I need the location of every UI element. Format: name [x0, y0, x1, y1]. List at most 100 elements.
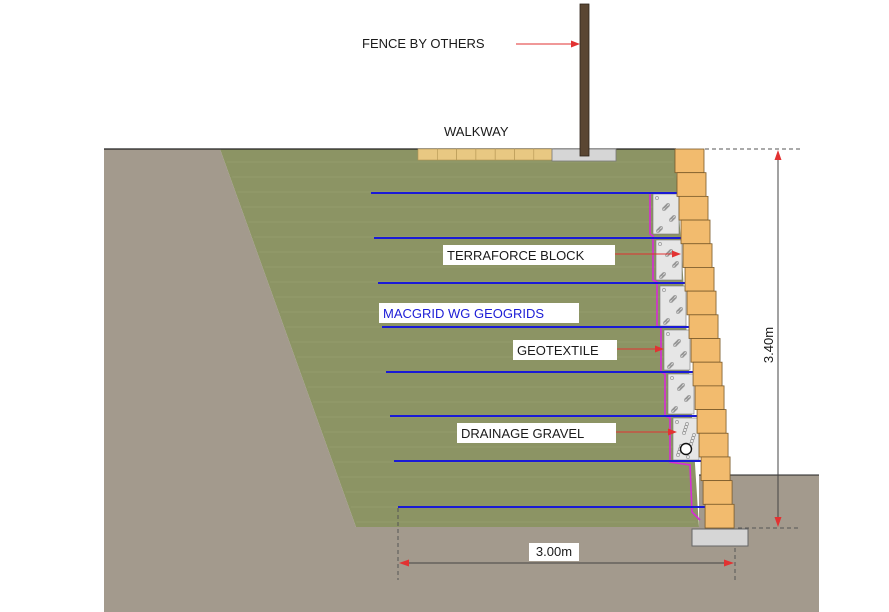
gravel-stone	[684, 398, 688, 402]
gravel-stone	[664, 320, 668, 324]
gravel-stone	[692, 433, 696, 437]
terraforce-block	[696, 409, 727, 434]
gravel-stone	[685, 422, 689, 426]
terraforce-block	[678, 195, 709, 221]
gravel-stone	[668, 364, 672, 368]
geotextile-label-group: GEOTEXTILE	[513, 340, 664, 360]
terraforce-block	[674, 148, 705, 174]
gravel-stone	[670, 362, 674, 366]
gravel-stone	[669, 363, 673, 367]
gravel-stone	[662, 288, 666, 292]
walkway-paver	[494, 148, 515, 161]
drainage-gravel-arrowhead	[668, 428, 677, 436]
drainage-gravel-label-group: DRAINAGE GRAVEL	[457, 423, 677, 443]
walkway-paver	[417, 148, 438, 161]
gravel-stone	[686, 455, 690, 459]
gravel-stone	[665, 319, 669, 323]
gravel-stone	[678, 308, 682, 312]
gravel-stone	[674, 342, 678, 346]
gravel-stone	[678, 386, 682, 390]
length-label-box	[529, 543, 579, 561]
gravel-stone	[663, 321, 667, 325]
gravel-stone	[669, 299, 673, 303]
gravel-stone	[676, 310, 680, 314]
walkway-paver	[514, 148, 535, 161]
gravel-stone	[672, 296, 676, 300]
native-soil	[104, 149, 819, 612]
native-soil-upper	[104, 149, 819, 612]
walkway-paver	[456, 148, 477, 161]
gravel-stone	[667, 251, 671, 255]
gravel-stone	[682, 352, 686, 356]
terraforce-block	[704, 503, 735, 529]
drainage-gravel-label-box	[457, 423, 616, 443]
gravel-stone	[665, 204, 669, 208]
terraforce-arrowhead	[672, 250, 681, 258]
gravel-stone	[656, 229, 660, 233]
gravel-stone	[675, 420, 679, 424]
drainage-pipe	[679, 442, 693, 456]
gravel-stone	[669, 218, 673, 222]
terraforce-block	[694, 385, 725, 410]
terraforce-block	[680, 219, 711, 245]
gravel-stone	[659, 226, 663, 230]
gravel-stone	[676, 340, 680, 344]
gravel-stone	[666, 203, 670, 207]
gravel-stone	[672, 408, 676, 412]
height-dimension: 3.40m	[705, 148, 800, 529]
terraforce-block	[690, 338, 721, 363]
terraforce-block	[698, 432, 729, 458]
gravel-stone	[673, 295, 677, 299]
wall-footing	[691, 528, 749, 547]
walkway-paver	[533, 148, 554, 161]
gravel-stone	[685, 397, 689, 401]
terraforce-block	[688, 314, 719, 339]
gravel-stone	[666, 318, 670, 322]
gravel-stone	[658, 242, 662, 246]
gravel-pocket	[652, 193, 680, 235]
gravel-stone	[661, 273, 665, 277]
fence-post	[579, 3, 590, 157]
gravel-stone	[664, 205, 668, 209]
gravel-stone	[666, 332, 670, 336]
terraforce-block	[692, 361, 723, 387]
gravel-stone	[671, 297, 675, 301]
gravel-stone	[670, 376, 674, 380]
gravel-pocket	[667, 373, 695, 415]
terraforce-block	[702, 480, 733, 505]
gravel-stone	[663, 206, 667, 210]
gravel-stone	[674, 406, 678, 410]
gravel-stone	[683, 351, 687, 355]
height-arrow-bottom	[774, 517, 782, 527]
gravel-stone	[672, 215, 676, 219]
gravel-stone	[671, 409, 675, 413]
gravel-stone	[660, 274, 664, 278]
fence-label-group: FENCE BY OTHERS	[362, 36, 580, 51]
gravel-pocket	[663, 329, 691, 371]
gravel-stone	[670, 217, 674, 221]
terraforce-block	[700, 456, 731, 482]
gravel-stone	[671, 216, 675, 220]
drainage-zone	[649, 193, 701, 521]
walkway-paver	[475, 148, 496, 161]
length-dimension: 3.00m	[397, 508, 736, 580]
gravel-stone	[677, 387, 681, 391]
length-arrow-left	[399, 559, 409, 567]
gravel-stone	[670, 298, 674, 302]
terraforce-block	[686, 290, 717, 316]
gravel-pocket	[659, 285, 687, 327]
gravel-stone	[673, 263, 677, 267]
gravel-stone	[662, 207, 666, 211]
height-arrow-top	[774, 150, 782, 160]
macgrid-label-group: MACGRID WG GEOGRIDS	[379, 303, 579, 323]
terraforce-label-box	[443, 245, 615, 265]
geotextile-arrowhead	[655, 345, 664, 353]
terraforce-block-wall	[674, 148, 735, 529]
terraforce-label-group: TERRAFORCE BLOCK	[443, 245, 681, 265]
length-arrow-right	[724, 559, 734, 567]
fence-label: FENCE BY OTHERS	[362, 36, 485, 51]
gravel-stone	[672, 264, 676, 268]
terraforce-block	[684, 267, 715, 292]
height-dim-label: 3.40m	[761, 327, 776, 363]
